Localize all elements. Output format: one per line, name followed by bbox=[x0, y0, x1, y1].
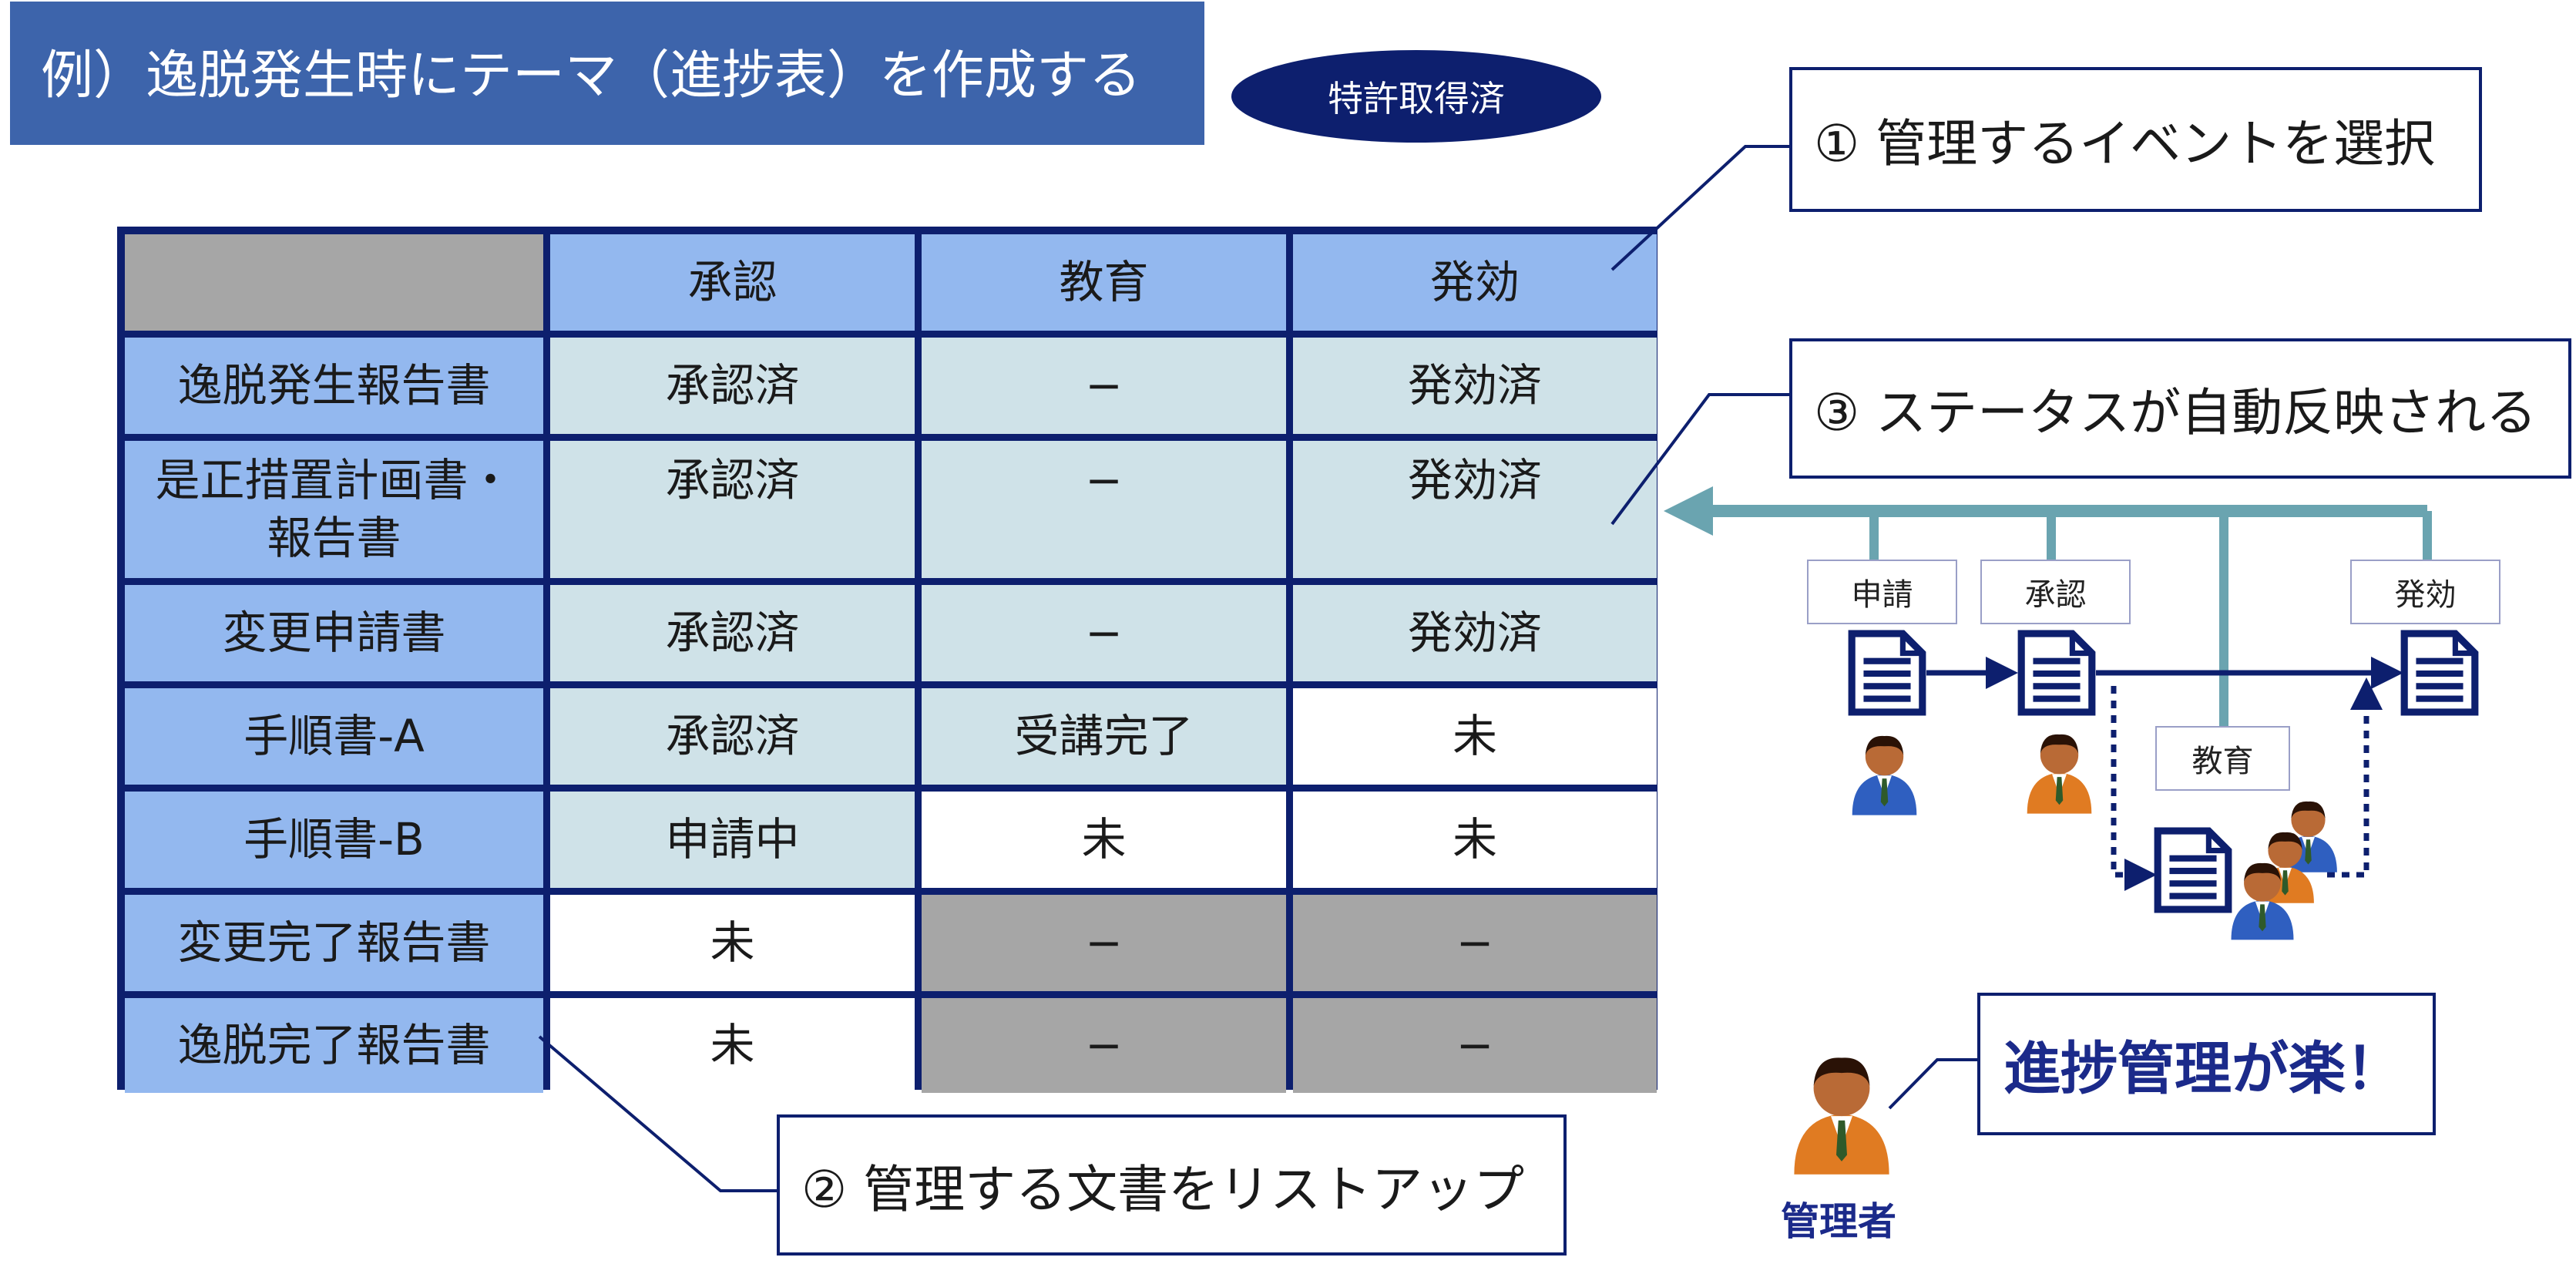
apply-document-icon bbox=[1852, 634, 1923, 712]
approver-person-icon bbox=[2027, 734, 2092, 814]
status-cell: 未 bbox=[1293, 688, 1657, 785]
row-doc-label: 手順書-A bbox=[125, 688, 543, 785]
stage-education: 教育 bbox=[2155, 726, 2290, 791]
page-title: 例）逸脱発生時にテーマ（進捗表）を作成する bbox=[41, 45, 1142, 106]
status-cell: − bbox=[922, 998, 1286, 1093]
status-cell: 承認済 bbox=[550, 688, 915, 785]
manager-label: 管理者 bbox=[1781, 1199, 1896, 1244]
row-doc-label: 是正措置計画書・ 報告書 bbox=[125, 441, 543, 578]
education-to-effective-arrow bbox=[2327, 677, 2383, 878]
manager-person-icon bbox=[1794, 1057, 1889, 1175]
status-cell: 未 bbox=[550, 895, 915, 991]
education-document-icon bbox=[2158, 831, 2228, 909]
row-doc-label: 逸脱完了報告書 bbox=[125, 998, 543, 1093]
status-cell: 承認済 bbox=[550, 585, 915, 681]
status-cell: − bbox=[922, 338, 1286, 434]
status-cell: 発効済 bbox=[1293, 441, 1657, 578]
status-cell: − bbox=[922, 441, 1286, 578]
status-cell: 承認済 bbox=[550, 338, 915, 434]
title-bar: 例）逸脱発生時にテーマ（進捗表）を作成する bbox=[10, 2, 1204, 145]
status-cell: 発効済 bbox=[1293, 585, 1657, 681]
row-doc-label: 手順書-B bbox=[125, 792, 543, 888]
callout-auto-status: ③ ステータスが自動反映される bbox=[1789, 338, 2571, 479]
header-education: 教育 bbox=[922, 234, 1286, 331]
approve-document-icon bbox=[2021, 634, 2092, 712]
callout-list-docs: ② 管理する文書をリストアップ bbox=[777, 1114, 1567, 1256]
easy-leader bbox=[1888, 1058, 1977, 1110]
status-table: 承認 教育 発効 逸脱発生報告書 承認済 − 発効済 是正措置計画書・ 報告書 … bbox=[117, 227, 1657, 1093]
easy-management-callout: 進捗管理が楽！ bbox=[1977, 993, 2436, 1135]
status-cell: − bbox=[1293, 998, 1657, 1093]
callout-3-leader bbox=[1610, 393, 1789, 526]
status-cell: 申請中 bbox=[550, 792, 915, 888]
status-cell: 未 bbox=[922, 792, 1286, 888]
status-cell: 未 bbox=[550, 998, 915, 1093]
applicant-person-icon bbox=[1852, 735, 1917, 815]
status-cell: 承認済 bbox=[550, 441, 915, 578]
status-cell: 受講完了 bbox=[922, 688, 1286, 785]
header-approve: 承認 bbox=[550, 234, 915, 331]
row-doc-label: 変更申請書 bbox=[125, 585, 543, 681]
status-cell: − bbox=[1293, 895, 1657, 991]
callout-select-event: ① 管理するイベントを選択 bbox=[1789, 67, 2482, 212]
patent-badge: 特許取得済 bbox=[1231, 50, 1601, 143]
effective-document-icon bbox=[2404, 634, 2475, 712]
header-effective: 発効 bbox=[1293, 234, 1657, 331]
stage-apply: 申請 bbox=[1807, 560, 1957, 624]
table-corner bbox=[125, 234, 543, 331]
row-doc-label: 逸脱発生報告書 bbox=[125, 338, 543, 434]
stage-approve: 承認 bbox=[1980, 560, 2131, 624]
callout-2-leader bbox=[538, 1035, 777, 1192]
callout-1-leader bbox=[1610, 145, 1789, 271]
stage-effective: 発効 bbox=[2350, 560, 2500, 624]
row-doc-label: 変更完了報告書 bbox=[125, 895, 543, 991]
status-cell: − bbox=[922, 585, 1286, 681]
status-cell: 未 bbox=[1293, 792, 1657, 888]
status-cell: − bbox=[922, 895, 1286, 991]
status-cell: 発効済 bbox=[1293, 338, 1657, 434]
to-education-arrow bbox=[2111, 686, 2157, 891]
